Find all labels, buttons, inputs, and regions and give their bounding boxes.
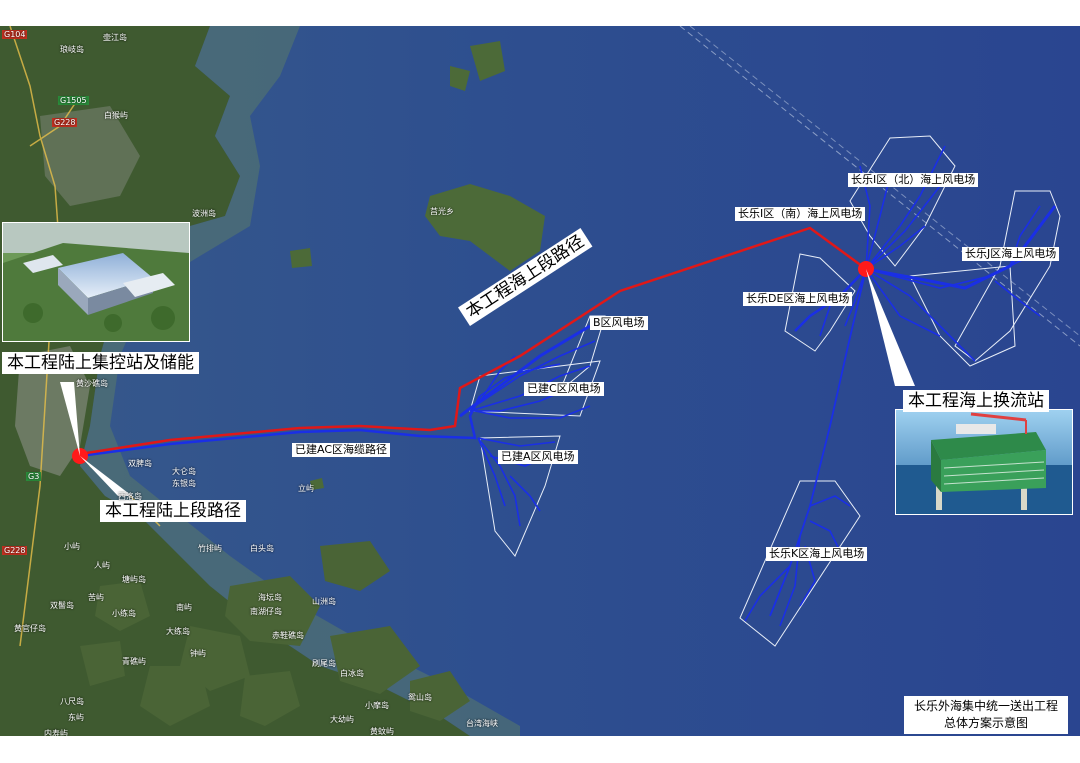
place-label: 黄沙礁岛 [76,379,108,388]
place-label: 竹排屿 [198,544,222,553]
callout-land-route: 本工程陆上段路径 [100,500,246,522]
place-label: 小屿 [64,542,80,551]
label-zone-j: 长乐J区海上风电场 [962,247,1060,261]
converter-station-photo [895,409,1073,515]
land-station-rendering [3,223,189,341]
label-zone-i-south: 长乐I区（南）海上风电场 [735,207,866,221]
label-zone-a: 已建A区风电场 [498,450,578,464]
place-label: 鸳山岛 [408,693,432,702]
label-zone-c: 已建C区风电场 [524,382,604,396]
road-label: G228 [2,546,28,555]
label-ac-route: 已建AC区海缆路径 [292,443,391,457]
place-label: 小练岛 [112,609,136,618]
place-label: 壶江岛 [103,33,127,42]
land-pointer-bottom [80,456,132,496]
place-label: 台湾海峡 [466,719,498,728]
label-zone-de: 长乐DE区海上风电场 [743,292,853,306]
map-title-line2: 总体方案示意图 [943,716,1028,730]
map-title: 长乐外海集中统一送出工程 总体方案示意图 [903,696,1068,734]
place-label: 白头岛 [250,544,274,553]
place-label: 黄蚊屿 [370,727,394,736]
mainland [0,26,470,736]
converter-pointer [866,269,915,386]
land-pointer-top [60,382,80,456]
place-label: 大幼屿 [330,715,354,724]
road-label: G3 [26,472,42,481]
place-label: 刷尾岛 [312,659,336,668]
place-label: 黄官仔岛 [14,624,46,633]
place-label: 白冰岛 [340,669,364,678]
place-label: 钟屿 [190,649,206,658]
place-label: 八尺岛 [60,697,84,706]
road-label: G1505 [58,96,89,105]
place-label: 双脾岛 [128,459,152,468]
place-label: 青礁屿 [122,657,146,666]
label-zone-b: B区风电场 [590,316,648,330]
place-label: 莒光乡 [430,207,454,216]
callout-converter: 本工程海上换流站 [903,390,1049,412]
converter-station-rendering [896,410,1072,514]
place-label: 赤鞋礁岛 [272,631,304,640]
place-label: 人屿 [94,561,110,570]
place-label: 内寿屿 [44,729,68,736]
place-label: 立屿 [298,484,314,493]
place-label: 西洛岛 [118,492,142,501]
place-label: 山洲岛 [312,597,336,606]
place-label: 双髻岛 [50,601,74,610]
place-label: 东屿 [68,713,84,722]
land-station-photo [2,222,190,342]
shipping-lane [679,26,1080,347]
ac-cable-route [79,395,482,458]
map-canvas: 长乐I区（北）海上风电场 长乐I区（南）海上风电场 长乐J区海上风电场 长乐DE… [0,26,1080,736]
matsu-islands [290,41,545,490]
callout-land-station: 本工程陆上集控站及储能 [2,352,199,374]
place-label: 琅岐岛 [60,45,84,54]
road-label: G228 [52,118,78,127]
place-label: 东银岛 [172,479,196,488]
map-graphics [0,26,1080,736]
place-label: 波洲岛 [192,209,216,218]
export-route [79,226,867,456]
place-label: 南湖仔岛 [250,607,282,616]
coast-shallow [80,26,520,736]
place-label: 大仑岛 [172,467,196,476]
map-title-line1: 长乐外海集中统一送出工程 [913,699,1058,713]
place-label: 苦屿 [88,593,104,602]
place-label: 小摩岛 [365,701,389,710]
road-label: G104 [2,30,28,39]
place-label: 白猴屿 [104,111,128,120]
islands [80,541,470,726]
label-zone-k: 长乐K区海上风电场 [766,547,868,561]
town-area-north [40,106,140,206]
label-zone-i-north: 长乐I区（北）海上风电场 [848,173,979,187]
town-area [15,346,90,476]
place-label: 南屿 [176,603,192,612]
place-label: 塘屿岛 [122,575,146,584]
place-label: 大练岛 [166,627,190,636]
place-label: 海坛岛 [258,593,282,602]
